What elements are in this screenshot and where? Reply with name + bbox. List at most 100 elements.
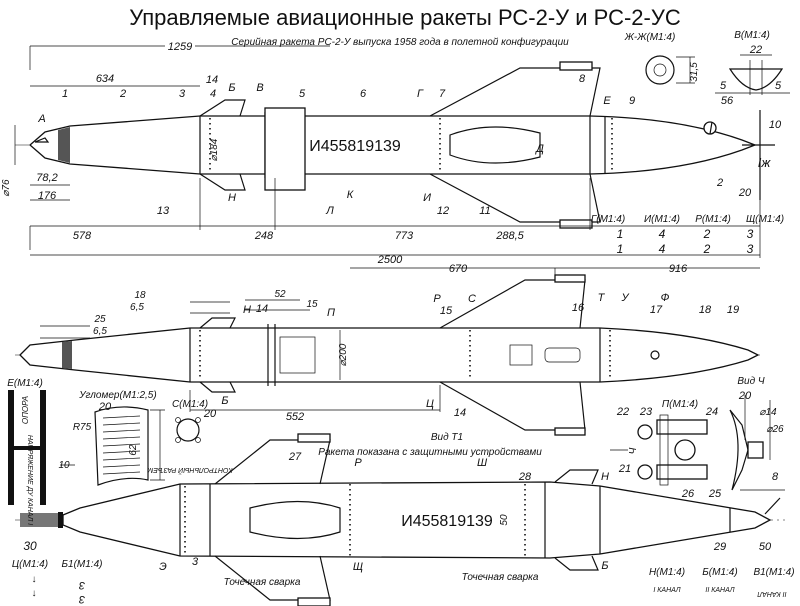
bottom-view-label: 3 bbox=[192, 556, 199, 568]
scale-header: Щ(М1:4) bbox=[746, 214, 784, 225]
middle-view-label: Ф bbox=[661, 292, 670, 304]
detail-label: 20 bbox=[203, 408, 217, 420]
scale-value: 1 bbox=[617, 242, 624, 256]
middle-view-label: ⌀200 bbox=[338, 343, 349, 366]
scale-value: 1 bbox=[617, 227, 624, 241]
view-ch-label: 8 bbox=[772, 471, 779, 483]
top-view-label: 20 bbox=[738, 187, 752, 199]
top-view-label: 248 bbox=[254, 230, 274, 242]
bottom-view-label: Б bbox=[601, 560, 608, 572]
middle-view-label: 14 bbox=[256, 303, 268, 315]
drawing-title: Управляемые авиационные ракеты РС-2-У и … bbox=[129, 5, 681, 30]
bottom-view-label: 50 bbox=[759, 541, 772, 553]
top-view-label: 9 bbox=[629, 95, 635, 107]
view-ch-label: 20 bbox=[738, 390, 752, 402]
scale-table: Г(М1:4) И(М1:4) Р(М1:4) Щ(М1:4) 1 4 2 3 … bbox=[591, 214, 784, 256]
middle-view-label: С bbox=[468, 293, 476, 305]
scale-header: Р(М1:4) bbox=[695, 214, 731, 225]
goniometer-detail bbox=[60, 406, 165, 486]
detail-label: ↓ bbox=[32, 588, 37, 599]
middle-view-label: Т bbox=[598, 292, 606, 304]
top-view-label: Е bbox=[603, 95, 611, 107]
view-ch-label: П(М1:4) bbox=[662, 399, 698, 410]
detail-label: 30 bbox=[23, 539, 37, 553]
middle-view-label: 16 bbox=[572, 302, 585, 314]
top-view-label: 1259 bbox=[168, 41, 192, 53]
detail-label: Е(М1:4) bbox=[7, 378, 43, 389]
middle-view-label: 6,5 bbox=[93, 326, 107, 337]
bottom-serial-number: И455819139 bbox=[401, 513, 493, 530]
top-view-missile bbox=[14, 45, 775, 258]
top-view-label: 5 bbox=[299, 88, 306, 100]
top-view-label: 8 bbox=[579, 73, 586, 85]
bottom-view-label: Н(М1:4) bbox=[649, 567, 685, 578]
scale-value: 2 bbox=[703, 242, 711, 256]
top-view-label: К bbox=[347, 189, 354, 201]
detail-label: 20 bbox=[98, 401, 112, 413]
detail-label: КОНТРОЛЬНЫЙ РАЗЪЕМ bbox=[147, 466, 232, 475]
top-view-label: 14 bbox=[206, 74, 218, 86]
detail-label: ↓ bbox=[32, 574, 37, 585]
detail-label: Ц(М1:4) bbox=[12, 559, 48, 570]
view-ch-label: 21 bbox=[618, 463, 631, 475]
middle-view-label: 18 bbox=[134, 290, 146, 301]
middle-view-label: 15 bbox=[306, 299, 318, 310]
detail-s bbox=[175, 417, 201, 443]
detail-label: 3 bbox=[78, 579, 85, 591]
scale-value: 2 bbox=[703, 227, 711, 241]
top-view-label: 773 bbox=[395, 230, 414, 242]
detail-label: Угломер(М1:2,5) bbox=[78, 390, 156, 401]
top-view-label: 6 bbox=[360, 88, 367, 100]
middle-view-label: 25 bbox=[93, 314, 106, 325]
top-view-label: 12 bbox=[437, 205, 449, 217]
bottom-view-label: Э bbox=[159, 561, 167, 573]
top-view-label: 13 bbox=[157, 205, 170, 217]
top-serial-number: И455819139 bbox=[309, 138, 401, 155]
bottom-view-label: Точечная сварка bbox=[224, 577, 301, 588]
bottom-view-label: Р bbox=[354, 457, 362, 469]
top-view-label: ⌀184 bbox=[209, 138, 220, 161]
section-v bbox=[715, 54, 790, 95]
section-zh-zh bbox=[645, 55, 695, 85]
view-ch-label: 26 bbox=[681, 488, 695, 500]
top-view-label: 2 bbox=[716, 177, 723, 189]
middle-view-label: Н bbox=[243, 304, 251, 316]
detail-label: ОПОРА bbox=[21, 396, 30, 424]
bottom-view-label: Н bbox=[601, 471, 609, 483]
top-view-label: Б bbox=[228, 82, 235, 94]
top-view-label: 578 bbox=[73, 230, 92, 242]
bottom-view-label: II КАНАЛ bbox=[757, 590, 786, 597]
view-ch-detail bbox=[610, 395, 785, 491]
detail-label: Б1(М1:4) bbox=[62, 559, 103, 570]
middle-view-label: Ракета показана с защитными устройствами bbox=[318, 447, 542, 458]
top-view-label: 4 bbox=[210, 88, 216, 100]
middle-view-label: 670 bbox=[449, 263, 468, 275]
scale-value: 4 bbox=[659, 242, 666, 256]
middle-view-label: Б bbox=[221, 395, 228, 407]
top-view-label: 1 bbox=[62, 88, 68, 100]
inset-label: 31,5 bbox=[689, 62, 700, 82]
detail-label: R75 bbox=[73, 422, 92, 433]
top-view-label: 78,2 bbox=[36, 172, 57, 184]
middle-view-label: 552 bbox=[286, 411, 304, 423]
detail-e bbox=[8, 390, 46, 505]
scale-value: 3 bbox=[747, 227, 754, 241]
scale-value: 3 bbox=[747, 242, 754, 256]
top-view-label: А bbox=[37, 113, 45, 125]
middle-view-label: П bbox=[327, 307, 335, 319]
middle-view-label: У bbox=[620, 292, 629, 304]
view-ch-label: 24 bbox=[705, 406, 718, 418]
bottom-view-label: Б(М1:4) bbox=[702, 567, 737, 578]
bottom-view-label: 27 bbox=[288, 451, 302, 463]
bottom-view-label: Точечная сварка bbox=[462, 572, 539, 583]
middle-view-label: 19 bbox=[727, 304, 739, 316]
top-view-label: 176 bbox=[38, 190, 57, 202]
middle-view-label: 916 bbox=[669, 263, 688, 275]
inset-label: 5 bbox=[720, 80, 727, 92]
bottom-view-label: II КАНАЛ bbox=[705, 587, 734, 594]
scale-value: 4 bbox=[659, 227, 666, 241]
bottom-view-label: 28 bbox=[518, 471, 532, 483]
top-view-label: Л bbox=[325, 205, 334, 217]
top-view-label: 288,5 bbox=[495, 230, 524, 242]
view-ch-label: Ч bbox=[628, 447, 639, 454]
